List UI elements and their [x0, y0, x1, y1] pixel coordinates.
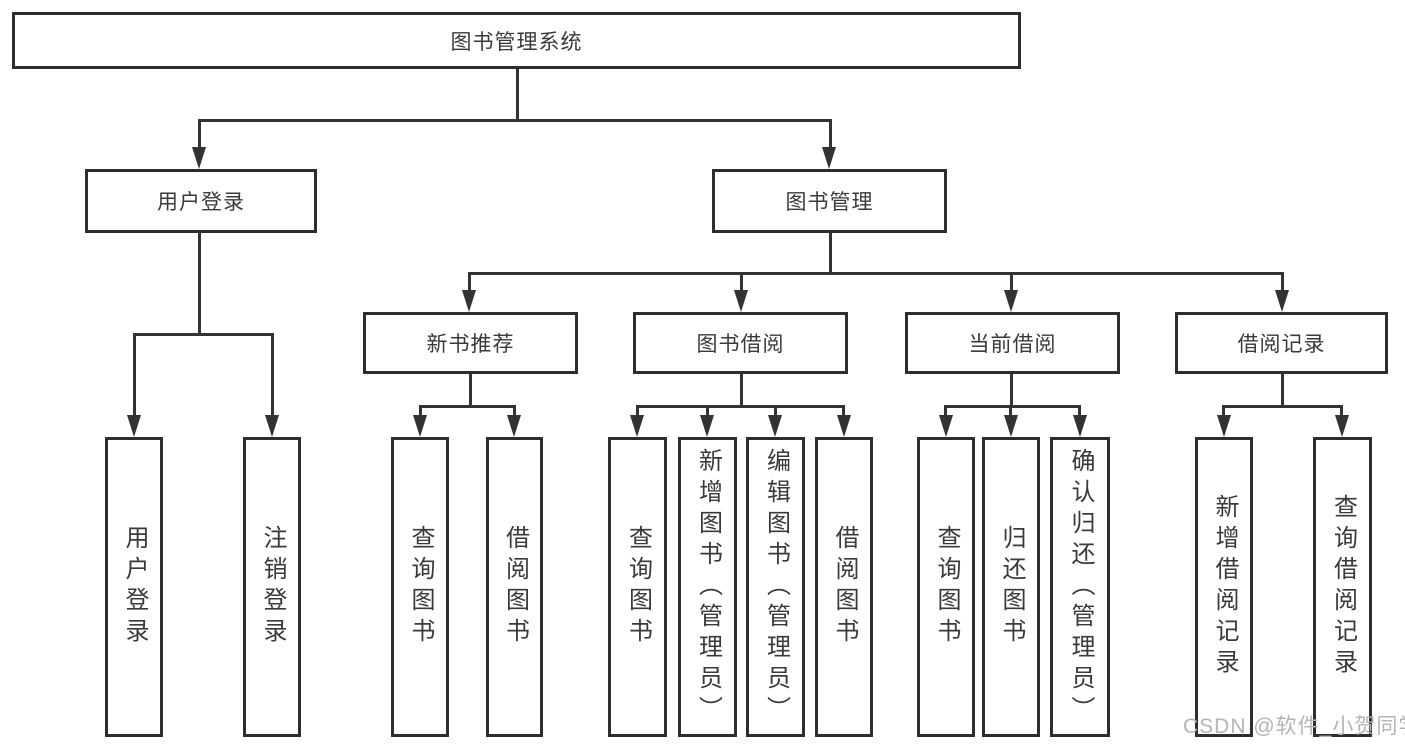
- leaf-g4-query-record-label: 查询借阅记录: [1329, 494, 1357, 680]
- leaf-logout: 注销登录: [243, 437, 301, 737]
- node-book-mgmt-label: 图书管理: [785, 191, 874, 214]
- leaf-g3-confirm-return-admin-label: 确认归还（管理员）: [1067, 447, 1094, 727]
- leaf-g2-borrow-books: 借阅图书: [815, 437, 873, 737]
- leaf-g2-query-books: 查询图书: [608, 437, 667, 737]
- leaf-user-login: 用户登录: [105, 437, 163, 737]
- connector-g3-stem: [1010, 374, 1013, 405]
- leaf-g3-query-books-label: 查询图书: [933, 525, 960, 649]
- leaf-g1-query-books: 查询图书: [391, 437, 449, 737]
- arrowhead-g4-1: [1217, 415, 1231, 437]
- node-root: 图书管理系统: [12, 12, 1021, 69]
- arrowhead-user-login: [192, 147, 206, 169]
- node-root-label: 图书管理系统: [450, 30, 583, 54]
- node-user-login-label: 用户登录: [157, 191, 245, 214]
- connector-user-login-rail: [133, 333, 274, 336]
- arrowhead-new-book: [462, 290, 476, 312]
- leaf-g1-borrow-books-label: 借阅图书: [501, 525, 529, 649]
- connector-g4-drop-1: [1222, 405, 1225, 415]
- connector-g1-drop-1: [419, 405, 422, 415]
- arrowhead-g3-3: [1073, 415, 1087, 437]
- leaf-g1-borrow-books: 借阅图书: [486, 437, 543, 737]
- leaf-g1-query-books-label: 查询图书: [407, 525, 434, 649]
- connector-level2-rail: [198, 119, 832, 122]
- connector-g1-stem: [469, 374, 472, 405]
- arrowhead-logout-leaf: [265, 415, 279, 437]
- connector-g3-rail: [944, 405, 1081, 408]
- leaf-g2-borrow-books-label: 借阅图书: [831, 525, 858, 649]
- connector-g2-drop-1: [636, 405, 639, 415]
- arrowhead-g4-2: [1335, 415, 1349, 437]
- connector-g2-rail: [636, 405, 845, 408]
- leaf-user-login-label: 用户登录: [121, 525, 148, 649]
- connector-drop-user-login: [198, 119, 201, 149]
- connector-user-login-stem: [198, 233, 201, 333]
- connector-g1-rail: [419, 405, 516, 408]
- leaf-g3-confirm-return-admin: 确认归还（管理员）: [1050, 437, 1110, 737]
- connector-g4-stem: [1281, 374, 1284, 405]
- node-user-login: 用户登录: [85, 169, 317, 233]
- arrowhead-g3-2: [1004, 415, 1018, 437]
- node-book-borrow: 图书借阅: [633, 312, 848, 374]
- arrowhead-login-leaf: [127, 415, 141, 437]
- arrowhead-g2-4: [837, 415, 851, 437]
- connector-book-mgmt-stem: [829, 233, 832, 274]
- node-borrow-records-label: 借阅记录: [1237, 333, 1326, 356]
- leaf-logout-label: 注销登录: [259, 525, 286, 649]
- node-new-book-rec: 新书推荐: [363, 312, 578, 374]
- connector-g3-drop-2: [1009, 405, 1012, 415]
- leaf-g2-add-books-admin: 新增图书（管理员）: [678, 437, 737, 737]
- connector-g2-stem: [740, 374, 743, 405]
- connector-g3-drop-1: [944, 405, 947, 415]
- leaf-g3-return-books: 归还图书: [982, 437, 1040, 737]
- arrowhead-g2-1: [630, 415, 644, 437]
- node-new-book-rec-label: 新书推荐: [426, 333, 515, 356]
- node-book-borrow-label: 图书借阅: [696, 333, 785, 356]
- arrowhead-g2-3: [768, 415, 782, 437]
- connector-g2-drop-2: [706, 405, 709, 415]
- arrowhead-records: [1275, 290, 1289, 312]
- watermark: CSDN @软件_小贺同学: [1183, 715, 1405, 738]
- connector-g4-drop-2: [1340, 405, 1343, 415]
- leaf-g4-add-record-label: 新增借阅记录: [1211, 494, 1238, 680]
- arrowhead-g1-2: [507, 415, 521, 437]
- connector-g2-drop-4: [842, 405, 845, 415]
- leaf-g2-query-books-label: 查询图书: [624, 525, 652, 649]
- connector-g2-drop-3: [774, 405, 777, 415]
- connector-g4-rail: [1222, 405, 1343, 408]
- connector-root-stem: [516, 69, 519, 119]
- arrowhead-book-mgmt: [822, 147, 836, 169]
- connector-drop-current: [1010, 272, 1013, 292]
- connector-drop-login-leaf: [133, 333, 136, 417]
- connector-drop-book-mgmt: [829, 119, 832, 149]
- arrowhead-current: [1004, 290, 1018, 312]
- arrowhead-g3-1: [939, 415, 953, 437]
- connector-drop-logout-leaf: [271, 333, 274, 417]
- leaf-g3-return-books-label: 归还图书: [998, 525, 1025, 649]
- node-current-borrow-label: 当前借阅: [968, 333, 1057, 356]
- connector-g1-drop-2: [513, 405, 516, 415]
- connector-drop-borrow: [740, 272, 743, 292]
- connector-drop-new-book: [468, 272, 471, 292]
- connector-drop-records: [1281, 272, 1284, 292]
- arrowhead-borrow: [734, 290, 748, 312]
- node-borrow-records: 借阅记录: [1175, 312, 1388, 374]
- leaf-g4-add-record: 新增借阅记录: [1195, 437, 1253, 737]
- arrowhead-g1-1: [413, 415, 427, 437]
- connector-g3-drop-3: [1078, 405, 1081, 415]
- leaf-g4-query-record: 查询借阅记录: [1313, 437, 1372, 737]
- connector-level3-rail: [468, 272, 1284, 275]
- node-current-borrow: 当前借阅: [905, 312, 1120, 374]
- leaf-g2-edit-books-admin-label: 编辑图书（管理员）: [762, 447, 790, 727]
- node-book-mgmt: 图书管理: [712, 169, 947, 233]
- leaf-g2-add-books-admin-label: 新增图书（管理员）: [694, 447, 722, 727]
- arrowhead-g2-2: [700, 415, 714, 437]
- leaf-g2-edit-books-admin: 编辑图书（管理员）: [746, 437, 805, 737]
- leaf-g3-query-books: 查询图书: [917, 437, 975, 737]
